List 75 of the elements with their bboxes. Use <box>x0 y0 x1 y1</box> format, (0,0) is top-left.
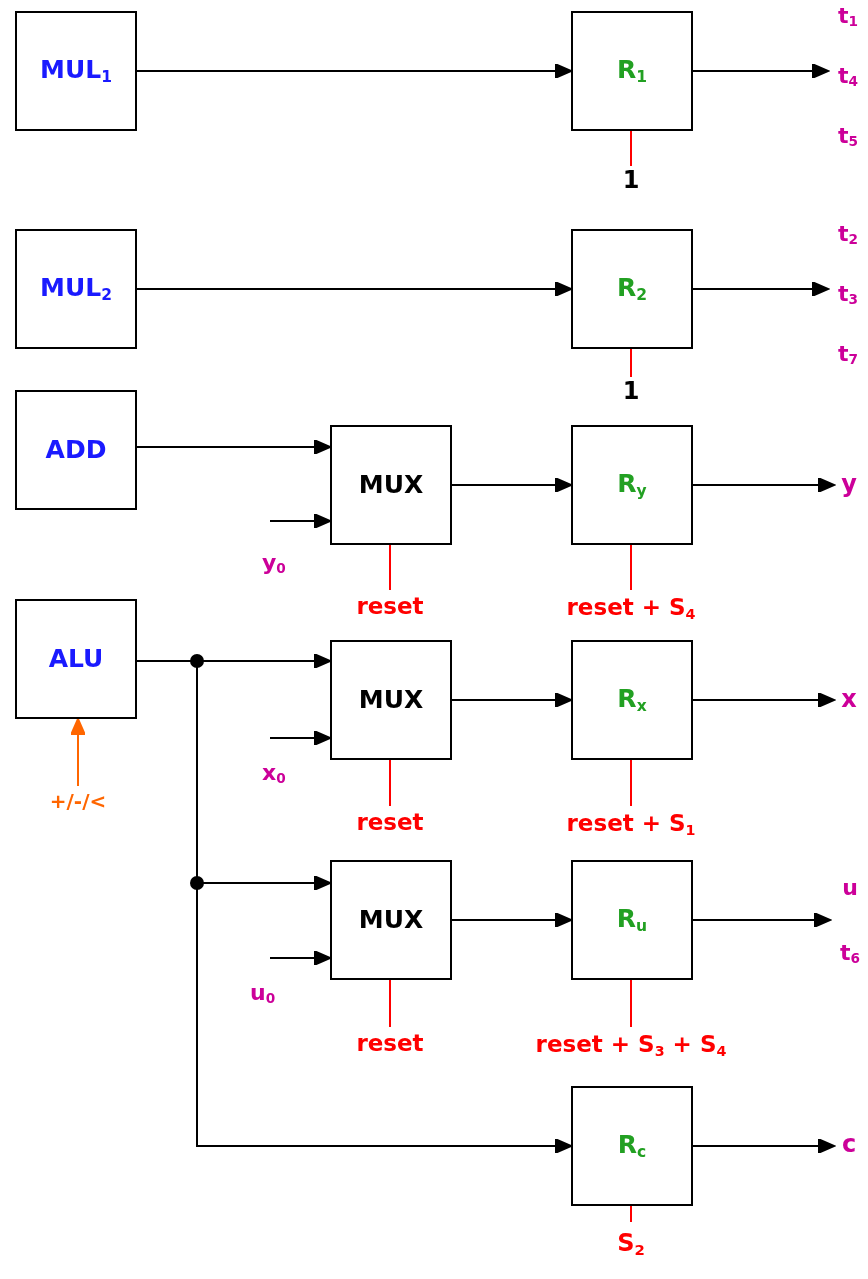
box-label: ALU <box>48 645 104 673</box>
arrow <box>269 513 331 529</box>
box-label: MUL$_{2}$ <box>40 274 112 304</box>
box-label: R$_{x}$ <box>617 685 647 715</box>
output-label: t$_{7}$ <box>838 341 858 367</box>
box-label: MUX <box>358 686 424 714</box>
arrow <box>451 692 572 708</box>
unit-box <box>15 11 137 131</box>
alu-box <box>15 599 137 719</box>
arrow <box>692 692 835 708</box>
control-line <box>389 759 391 807</box>
unit-box <box>15 390 137 510</box>
output-label: c <box>834 1128 864 1160</box>
control-label: reset <box>345 590 435 624</box>
arrow <box>70 718 86 787</box>
unit-box <box>15 229 137 349</box>
control-label: reset + S$_{1}$ <box>541 806 721 844</box>
control-label: S$_{2}$ <box>610 1222 652 1266</box>
input-label: x$_{0}$ <box>262 760 286 787</box>
output-label: t$_{6}$ <box>840 940 860 966</box>
arrow <box>692 1138 835 1154</box>
arrow <box>692 912 831 928</box>
operation-label: +/-/< <box>28 786 128 816</box>
control-line <box>630 348 632 378</box>
arrow <box>451 912 572 928</box>
control-line <box>630 130 632 167</box>
box-label: MUX <box>358 906 424 934</box>
control-label: reset + S$_{3}$ + S$_{4}$ <box>496 1027 766 1065</box>
register-box <box>571 425 693 545</box>
arrow <box>136 281 572 297</box>
output-label: t$_{2}$ <box>838 222 858 248</box>
box-label: ADD <box>45 436 107 464</box>
output-label: x <box>834 683 864 715</box>
input-label: u$_{0}$ <box>250 980 276 1007</box>
arrow <box>692 63 829 79</box>
output-label: y <box>834 468 864 500</box>
output-label: t$_{4}$ <box>838 63 858 90</box>
control-line <box>389 544 391 591</box>
output-label: t$_{5}$ <box>838 123 858 149</box>
arrow <box>269 950 331 966</box>
output-label: t$_{3}$ <box>838 281 858 308</box>
control-line <box>630 1205 632 1223</box>
multiplexer-box <box>330 860 452 980</box>
control-line <box>630 979 632 1028</box>
arrow <box>692 281 829 297</box>
control-line <box>630 759 632 807</box>
register-box <box>571 229 693 349</box>
box-label: MUX <box>358 471 424 499</box>
arrow <box>269 730 331 746</box>
input-label: y$_{0}$ <box>262 550 286 577</box>
multiplexer-box <box>330 640 452 760</box>
register-box <box>571 11 693 131</box>
register-box <box>571 1086 693 1206</box>
multiplexer-box <box>330 425 452 545</box>
output-label: u <box>842 876 858 901</box>
arrow <box>136 439 331 455</box>
output-label: t$_{1}$ <box>838 4 858 30</box>
box-label: R$_{2}$ <box>616 274 648 304</box>
control-label: 1 <box>616 166 646 194</box>
arrow <box>451 477 572 493</box>
control-label: reset + S$_{4}$ <box>541 590 721 628</box>
arrow <box>136 63 572 79</box>
box-label: R$_{u}$ <box>616 905 648 935</box>
box-label: R$_{c}$ <box>617 1131 647 1161</box>
control-label: reset <box>345 1027 435 1061</box>
box-label: MUL$_{1}$ <box>40 56 112 86</box>
control-label: 1 <box>616 377 646 405</box>
arrow <box>692 477 835 493</box>
control-line <box>389 979 391 1028</box>
register-box <box>571 860 693 980</box>
control-line <box>630 544 632 591</box>
box-label: R$_{1}$ <box>616 56 648 86</box>
control-label: reset <box>345 806 435 840</box>
register-box <box>571 640 693 760</box>
box-label: R$_{y}$ <box>617 470 647 500</box>
